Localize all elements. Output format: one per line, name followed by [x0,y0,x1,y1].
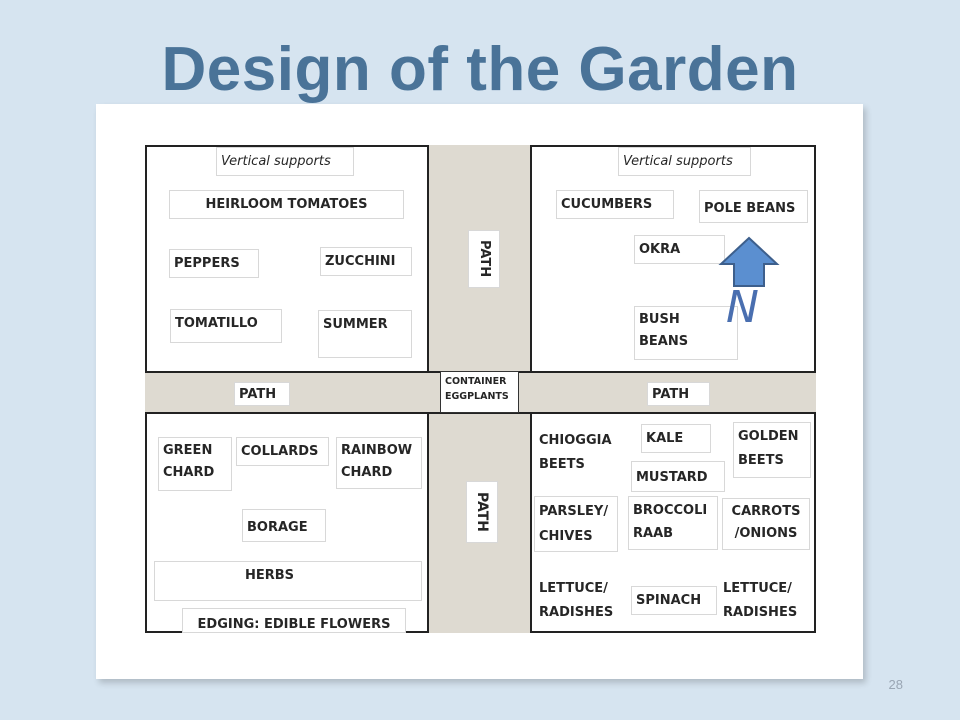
label-peppers: PEPPERS [169,249,259,278]
label-parsley-chives: PARSLEY/ CHIVES [534,496,618,552]
label-lettuce-radishes-left: LETTUCE/ RADISHES [534,574,622,628]
label-golden-line2: BEETS [738,453,784,468]
path-label-top: PATH [468,230,500,288]
label-summer: SUMMER [318,310,412,358]
container-eggplants: CONTAINER EGGPLANTS [440,371,519,413]
label-okra: OKRA [634,235,725,264]
label-cucumbers: CUCUMBERS [556,190,674,219]
label-lettuce-radishes-right: LETTUCE/ RADISHES [718,574,806,628]
label-golden-line1: GOLDEN [738,429,799,444]
label-bush-beans-line2: BEANS [639,334,689,349]
label-vertical-supports-nw: Vertical supports [216,147,354,176]
page-number: 28 [888,677,903,692]
label-chioggia-line2: BEETS [539,457,585,472]
garden-plan-panel: Vertical supports HEIRLOOM TOMATOES PEPP… [96,104,863,679]
label-collards: COLLARDS [236,437,329,466]
label-lettuce-left-line1: LETTUCE/ [539,581,608,596]
label-chioggia-line1: CHIOGGIA [539,433,612,448]
label-rainbow-chard-line2: CHARD [341,465,393,480]
path-label-left: PATH [234,382,290,406]
label-herbs: HERBS [154,561,422,601]
label-kale: KALE [641,424,711,453]
container-line2: EGGPLANTS [445,391,509,402]
label-tomatillo: TOMATILLO [170,309,282,343]
label-borage: BORAGE [242,509,326,542]
north-arrow-icon: N [718,236,780,330]
label-broccoli-line1: BROCCOLI [633,503,708,518]
slide-title: Design of the Garden [161,35,799,104]
label-lettuce-right-line1: LETTUCE/ [723,581,792,596]
label-rainbow-chard: RAINBOW CHARD [336,437,422,489]
label-carrots-onions: CARROTS /ONIONS [722,498,810,550]
north-letter: N [726,282,759,330]
label-pole-beans: POLE BEANS [699,190,808,223]
label-heirloom-tomatoes: HEIRLOOM TOMATOES [169,190,404,219]
label-lettuce-right-line2: RADISHES [723,605,798,620]
label-broccoli-raab: BROCCOLI RAAB [628,496,718,550]
label-parsley-line1: PARSLEY/ [539,504,609,519]
garden-plan: Vertical supports HEIRLOOM TOMATOES PEPP… [96,104,863,679]
label-spinach: SPINACH [631,586,717,615]
label-edging-edible-flowers: EDGING: EDIBLE FLOWERS [182,608,406,633]
path-label-right: PATH [647,382,710,406]
label-parsley-line2: CHIVES [539,529,593,544]
label-rainbow-chard-line1: RAINBOW [341,443,413,458]
north-arrow-shape [718,236,780,287]
label-vertical-supports-ne: Vertical supports [618,147,751,176]
label-mustard: MUSTARD [631,461,725,492]
label-carrots-line1: CARROTS [731,504,801,519]
label-green-chard: GREEN CHARD [158,437,232,491]
label-chioggia-beets: CHIOGGIA BEETS [534,426,622,478]
label-bush-beans-line1: BUSH [639,312,680,327]
label-green-chard-line2: CHARD [163,465,215,480]
label-lettuce-left-line2: RADISHES [539,605,614,620]
label-broccoli-line2: RAAB [633,526,674,541]
label-bush-beans: BUSH BEANS [634,306,738,360]
label-green-chard-line1: GREEN [163,443,213,458]
container-line1: CONTAINER [445,376,507,387]
label-zucchini: ZUCCHINI [320,247,412,276]
label-golden-beets: GOLDEN BEETS [733,422,811,478]
label-carrots-line2: /ONIONS [734,526,798,541]
path-label-bottom: PATH [466,481,498,543]
